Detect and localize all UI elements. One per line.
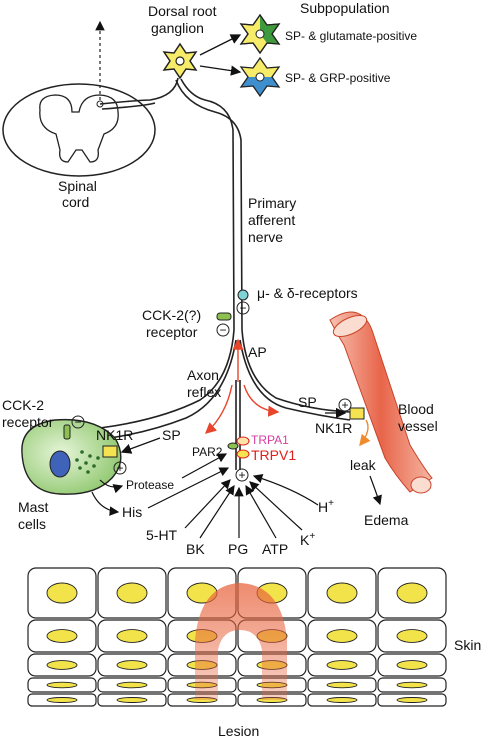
svg-text:Dorsal root: Dorsal root [148, 3, 217, 19]
blood-vessel-label-2: vessel [398, 418, 438, 434]
mu-delta-label: μ- & δ-receptors [257, 285, 358, 301]
lesion [195, 583, 287, 700]
skin-cell-nucleus [116, 629, 148, 643]
his-label: His [122, 504, 142, 520]
cck2-nerve-receptor [216, 312, 232, 321]
mast-cells-label-1: Mast [18, 499, 48, 515]
trpv1-label: TRPV1 [251, 447, 296, 463]
action-potential-arrows [204, 338, 280, 434]
skin-cell-nucleus [46, 697, 78, 703]
nk1r-mast-receptor [102, 445, 118, 458]
edema-label: Edema [364, 512, 409, 528]
sp-left-label: SP [162, 427, 181, 443]
par2-receptor [227, 442, 239, 450]
mast-cells-label-2: cells [18, 516, 46, 532]
skin-cell-nucleus [116, 582, 148, 604]
axon-reflex-label-2: reflex [187, 384, 221, 400]
skin-cell-nucleus [396, 582, 428, 604]
cck2-label-2: receptor [2, 414, 54, 430]
nk1r-mast-plus: + [116, 461, 123, 475]
bk-label: BK [186, 541, 205, 557]
axon-reflex-label-1: Axon [187, 367, 219, 383]
spinal-cord-label-1: Spinal [58, 178, 97, 194]
nk1r-left-label: NK1R [96, 427, 133, 443]
primary-afferent-label-2: afferent [248, 212, 295, 228]
trpv1-channel [236, 449, 250, 459]
plus-symbol-vessel: + [341, 398, 348, 412]
trpa1-channel [236, 436, 250, 446]
skin-cell-nucleus [326, 681, 358, 689]
subpop-glutamate-label: SP- & glutamate-positive [285, 29, 417, 43]
cck2-mast-minus: − [74, 415, 81, 429]
mast-cell [21, 418, 122, 495]
subpop-grp-label: SP- & GRP-positive [285, 71, 391, 85]
skin-cell-nucleus [396, 660, 428, 670]
blood-vessel-label-1: Blood [398, 401, 434, 417]
mu-delta-receptor [237, 289, 249, 301]
drg-label-2: ganglion [151, 20, 204, 36]
svg-text:receptor: receptor [146, 324, 198, 340]
blood-vessel [329, 311, 433, 494]
trpa1-label: TRPA1 [251, 433, 289, 447]
skin-cell-nucleus [46, 660, 78, 670]
skin-cell-nucleus [326, 660, 358, 670]
skin-cell-nucleus [396, 697, 428, 703]
cck2q-label-2: receptor [146, 324, 198, 340]
ap-label: AP [248, 344, 267, 360]
spinal-cord-label-2: cord [62, 194, 89, 210]
spinal-cord: Spinal cord [2, 20, 156, 210]
k-label: K+ [300, 531, 315, 548]
skin-cell-nucleus [46, 629, 78, 643]
leak-label: leak [350, 457, 377, 473]
nk1r-right-label: NK1R [315, 420, 352, 436]
skin-cell-nucleus [116, 681, 148, 689]
protease-label: Protease [126, 478, 174, 492]
atp-label: ATP [262, 541, 288, 557]
primary-afferent-nerve [99, 77, 351, 470]
drg-label-1: Dorsal root [148, 3, 217, 19]
cck2-label-1: CCK-2 [2, 397, 44, 413]
skin-cell-nucleus [326, 582, 358, 604]
star-grp [239, 56, 281, 98]
par2-label: PAR2 [192, 445, 223, 459]
cck2q-label-1: CCK-2(?) [142, 307, 201, 323]
skin-cell-nucleus [396, 681, 428, 689]
drg-group: Dorsal root ganglion Subpopulation SP- &… [148, 0, 417, 98]
plus-symbol-nerve: + [238, 468, 245, 482]
cck2-mast-receptor [63, 424, 71, 440]
mu-minus-symbol: − [239, 301, 246, 315]
skin-cell-nucleus [116, 697, 148, 703]
h-label: H+ [318, 498, 334, 515]
sp-right-label: SP [298, 394, 317, 410]
skin-cell-nucleus [326, 629, 358, 643]
skin-cell-nucleus [326, 697, 358, 703]
lesion-label: Lesion [218, 723, 259, 739]
cck2-minus-symbol: − [219, 323, 226, 337]
star-glutamate [239, 13, 281, 55]
skin-cell-nucleus [46, 681, 78, 689]
svg-text:CCK-2(?): CCK-2(?) [142, 307, 201, 323]
skin-label: Skin [454, 637, 481, 653]
skin-cell-nucleus [46, 582, 78, 604]
nk1r-vessel-receptor [349, 407, 365, 420]
skin-cell-nucleus [116, 660, 148, 670]
svg-text:ganglion: ganglion [151, 20, 204, 36]
pg-label: PG [228, 541, 248, 557]
subpopulation-title: Subpopulation [300, 0, 390, 16]
primary-afferent-label-1: Primary [248, 195, 296, 211]
5ht-label: 5-HT [146, 527, 178, 543]
primary-afferent-label-3: nerve [248, 229, 283, 245]
skin-layers [27, 567, 447, 707]
skin-cell-nucleus [396, 629, 428, 643]
